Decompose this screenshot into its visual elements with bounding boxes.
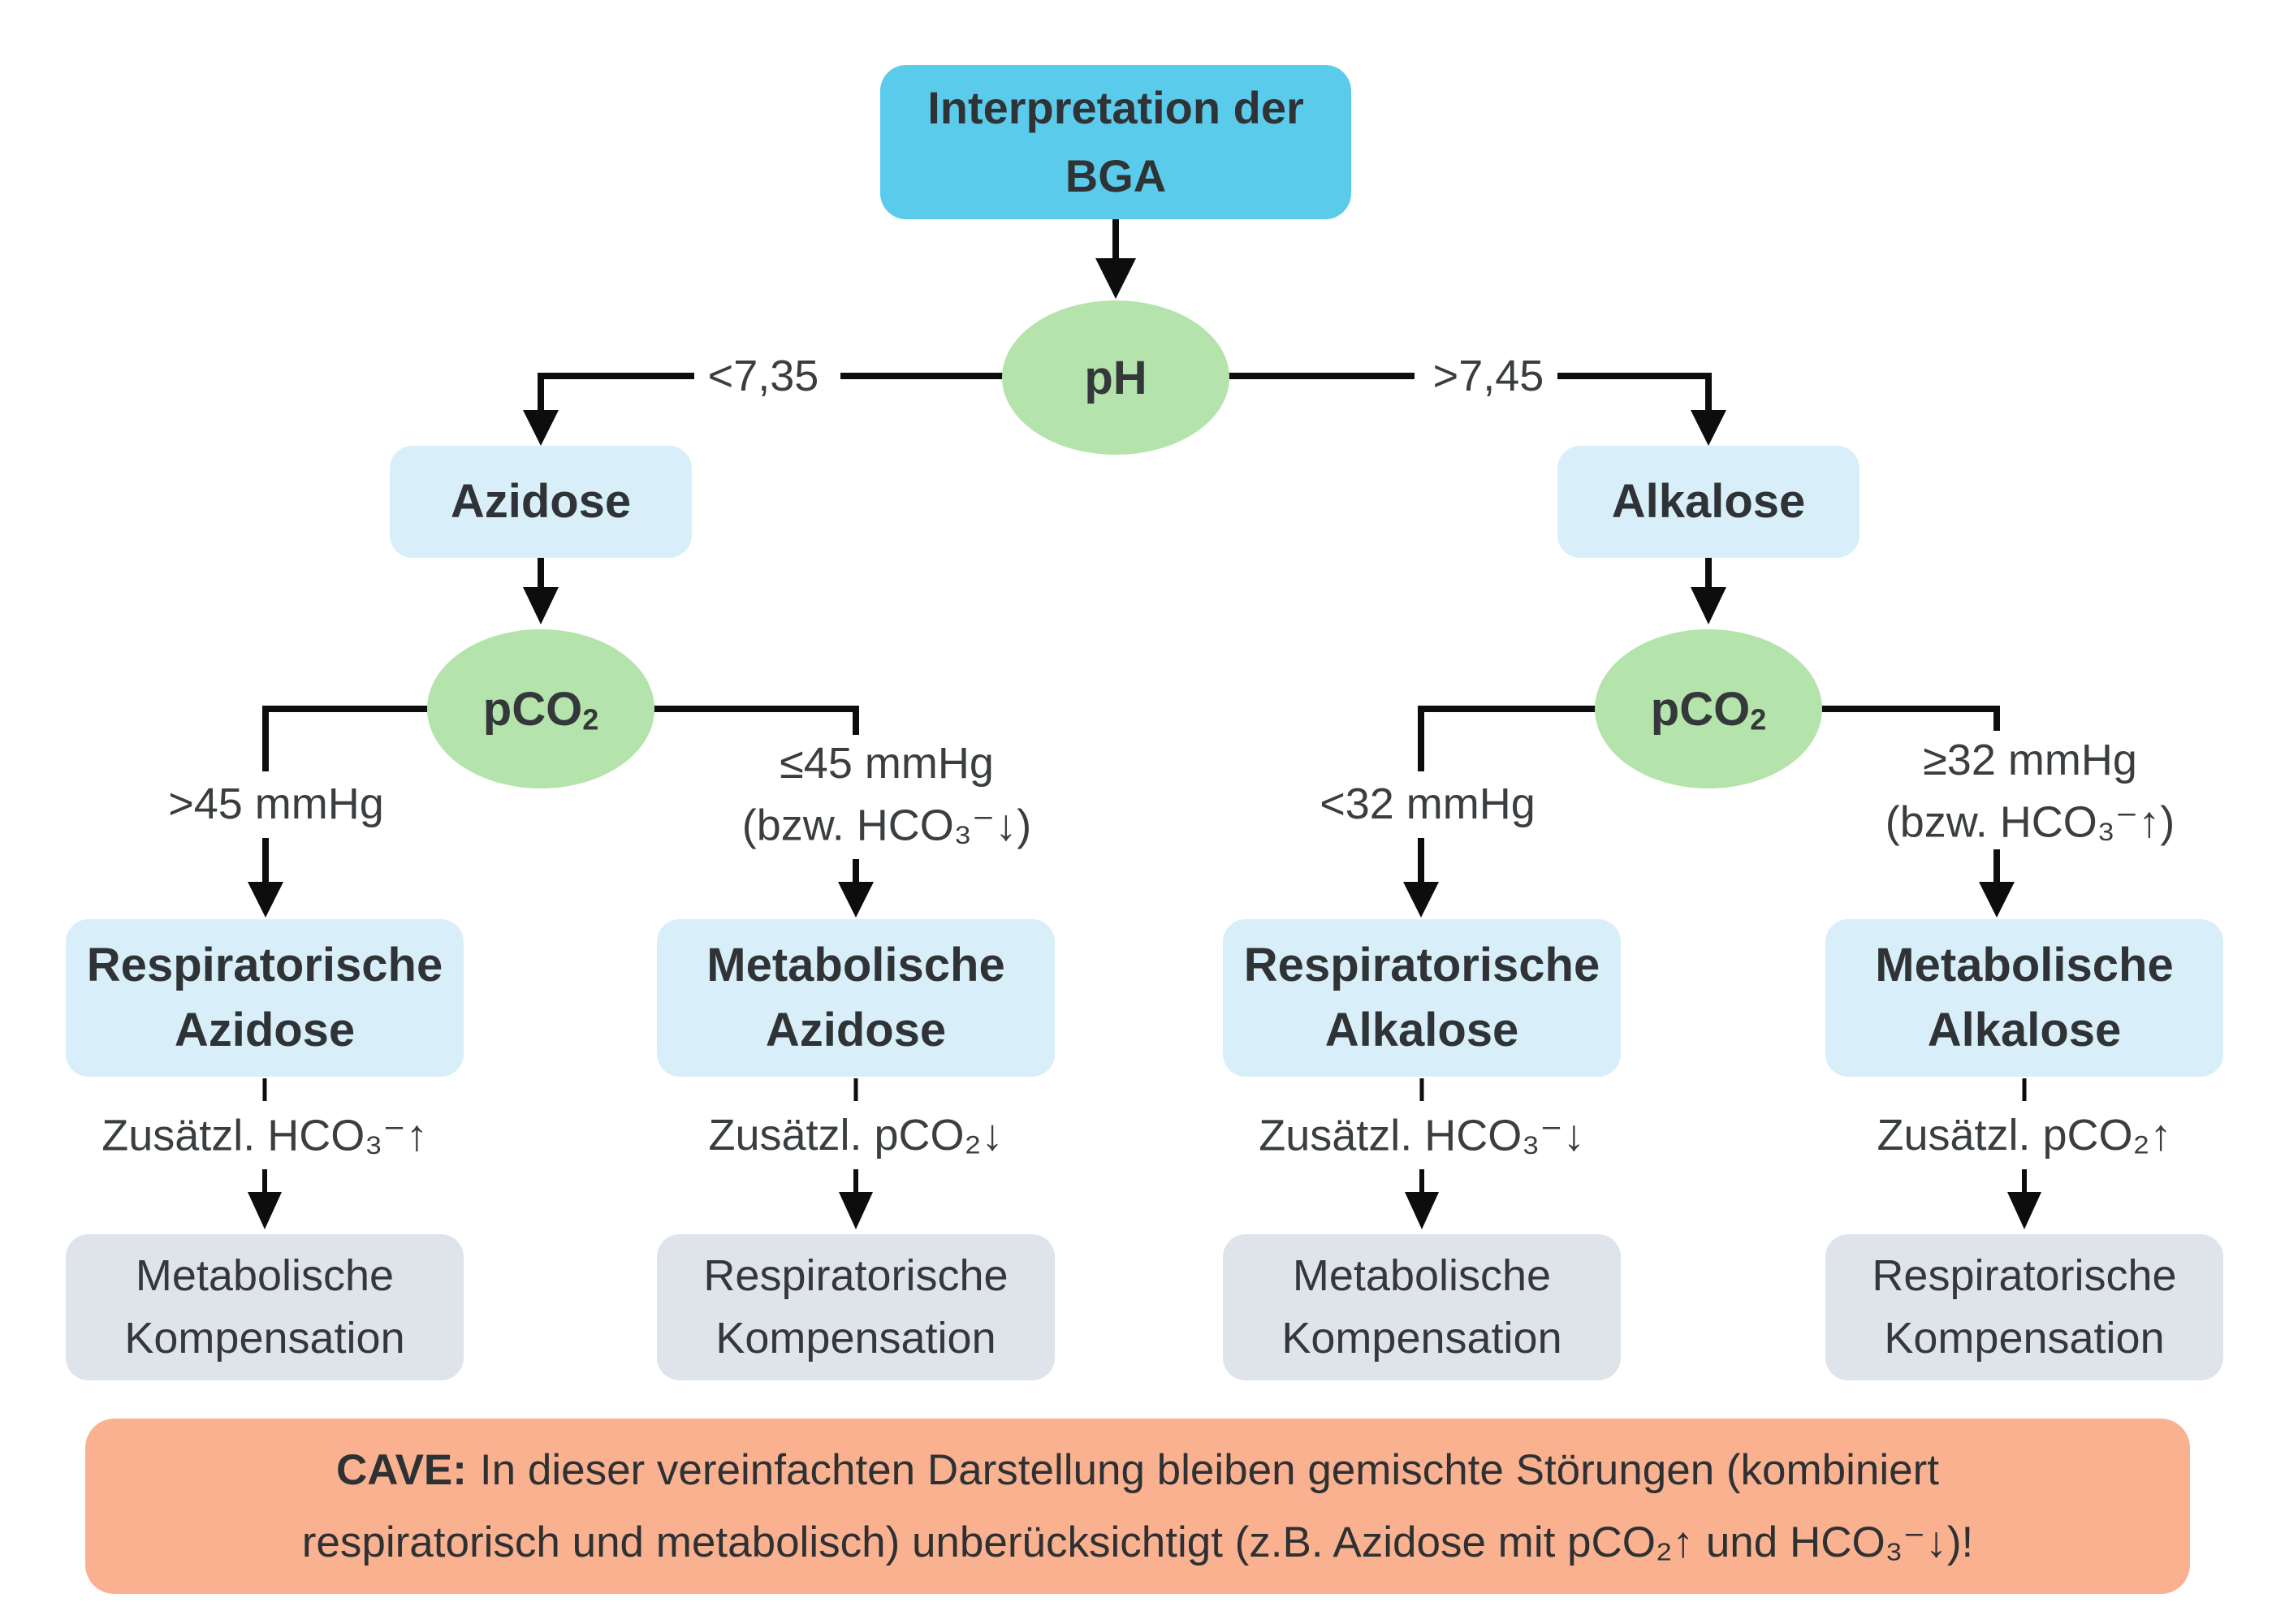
outcome-label-line2: Azidose <box>174 1004 356 1056</box>
outcome-box-respiratorische-azidose: Respiratorische Azidose <box>66 919 464 1077</box>
outcome-box-metabolische-azidose: Metabolische Azidose <box>657 919 1055 1077</box>
compensation-box-respiratorisch-2: Respiratorische Kompensation <box>1825 1234 2223 1380</box>
outcome-label-line1: Respiratorische <box>86 938 443 991</box>
edge-label-pco2-ge32-bzw: (bzw. HCO₃⁻↑) <box>1878 796 2182 848</box>
node-alkalose: Alkalose <box>1557 446 1859 558</box>
note-zusaetzlich-pco2-up: Zusätzl. pCO₂↑ <box>1870 1110 2179 1160</box>
edge-label-pco2-ge32: ≥32 mmHg <box>1916 735 2144 785</box>
compensation-box-respiratorisch-1: Respiratorische Kompensation <box>657 1234 1055 1380</box>
edge-label-pco2-gt45: >45 mmHg <box>162 779 391 829</box>
root-label-line1: Interpretation der <box>927 82 1304 133</box>
compensation-box-metabolisch-1: Metabolische Kompensation <box>66 1234 464 1380</box>
arrowhead <box>523 587 559 624</box>
arrowhead <box>1691 587 1726 624</box>
pco2-label-subscript: 2 <box>582 702 599 736</box>
cave-line2: respiratorisch und metabolisch) unberück… <box>301 1518 1974 1566</box>
arrowhead <box>1691 410 1726 446</box>
azidose-label: Azidose <box>450 474 632 528</box>
compensation-label-line1: Respiratorische <box>1872 1251 2177 1301</box>
arrowhead <box>523 410 559 446</box>
note-zusaetzlich-pco2-down: Zusätzl. pCO₂↓ <box>702 1110 1010 1160</box>
compensation-label-line1: Metabolische <box>1292 1251 1552 1301</box>
compensation-label-line2: Kompensation <box>715 1314 996 1363</box>
outcome-label-line2: Alkalose <box>1927 1004 2122 1056</box>
arrowhead <box>2007 1192 2041 1229</box>
outcome-label-line2: Alkalose <box>1324 1004 1519 1056</box>
compensation-box-metabolisch-2: Metabolische Kompensation <box>1223 1234 1621 1380</box>
outcome-label-line1: Metabolische <box>1875 938 2174 991</box>
edge-label-pco2-lt32: <32 mmHg <box>1313 779 1542 829</box>
node-interpretation-bga: Interpretation der BGA <box>880 65 1351 219</box>
ph-label: pH <box>1084 351 1147 404</box>
edge-label-ph-high: >7,45 <box>1426 351 1551 401</box>
arrowhead <box>838 882 874 918</box>
alkalose-label: Alkalose <box>1611 474 1806 528</box>
edge-label-pco2-le45-bzw: (bzw. HCO₃⁻↓) <box>735 799 1039 851</box>
arrowhead <box>1403 882 1439 918</box>
pco2-label: pCO <box>482 682 583 736</box>
compensation-label-line2: Kompensation <box>1281 1314 1562 1363</box>
outcome-label-line1: Respiratorische <box>1243 938 1600 991</box>
outcome-box-metabolische-alkalose: Metabolische Alkalose <box>1825 919 2223 1077</box>
node-ph: pH <box>1002 300 1229 455</box>
cave-label: CAVE: <box>335 1445 467 1494</box>
outcome-box-respiratorische-alkalose: Respiratorische Alkalose <box>1223 919 1621 1077</box>
cave-line1: CAVE:In dieser vereinfachten Darstellung… <box>302 1434 1973 1506</box>
outcome-label-line1: Metabolische <box>706 938 1005 991</box>
arrowhead <box>248 882 283 918</box>
arrowhead <box>248 1192 282 1229</box>
arrowhead <box>1979 882 2015 918</box>
arrowhead <box>1405 1192 1439 1229</box>
pco2-label: pCO <box>1650 682 1751 736</box>
arrowhead <box>839 1192 873 1229</box>
pco2-label-subscript: 2 <box>1750 702 1767 736</box>
compensation-label-line2: Kompensation <box>124 1314 405 1363</box>
arrowhead <box>1095 258 1136 299</box>
edge-label-pco2-le45: ≤45 mmHg <box>773 738 1000 788</box>
cave-line1-text: In dieser vereinfachten Darstellung blei… <box>479 1445 1940 1494</box>
compensation-label-line1: Metabolische <box>135 1251 395 1301</box>
cave-warning-box: CAVE:In dieser vereinfachten Darstellung… <box>85 1419 2190 1594</box>
root-label-line2: BGA <box>1065 150 1167 201</box>
note-zusaetzlich-hco3-down: Zusätzl. HCO₃⁻↓ <box>1252 1109 1592 1161</box>
outcome-label-line2: Azidose <box>765 1004 947 1056</box>
edge-label-ph-low: <7,35 <box>701 351 826 401</box>
compensation-label-line1: Respiratorische <box>703 1251 1009 1301</box>
node-azidose: Azidose <box>390 446 692 558</box>
note-zusaetzlich-hco3-up: Zusätzl. HCO₃⁻↑ <box>95 1109 434 1161</box>
compensation-label-line2: Kompensation <box>1884 1314 2165 1363</box>
